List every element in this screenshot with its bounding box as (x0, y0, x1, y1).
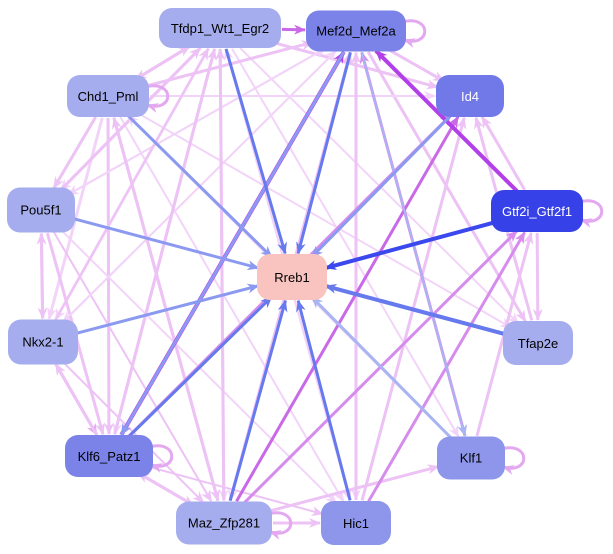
edge-gtf2i-to-rreb1 (324, 220, 497, 270)
edge-maz-to-klf6 (137, 471, 195, 507)
edge-nkx2-to-rreb1 (76, 283, 260, 335)
node-klf1[interactable]: Klf1 (437, 436, 505, 480)
node-hic1[interactable]: Hic1 (321, 501, 391, 545)
node-label: Tfdp1_Wt1_Egr2 (170, 20, 270, 36)
edge-tfdp1-to-mef2d (281, 24, 307, 35)
edge-maz-to-rreb1 (228, 299, 288, 502)
edge-chd1-to-hic1 (119, 116, 345, 503)
edge-id4-to-rreb1 (310, 113, 453, 258)
node-chd1-pml[interactable]: Chd1_Pml (67, 75, 149, 117)
node-label: Gtf2i_Gtf2f1 (501, 203, 573, 219)
node-label: Chd1_Pml (77, 88, 139, 104)
node-gtf2i-gtf2f1[interactable]: Gtf2i_Gtf2f1 (491, 190, 583, 232)
node-label: Klf6_Patz1 (77, 448, 141, 464)
node-tfap2e[interactable]: Tfap2e (503, 321, 573, 365)
self-loop-klf6 (148, 444, 174, 473)
edge-tfdp1-to-rreb1 (224, 48, 287, 255)
edge-klf1-to-rreb1 (310, 295, 454, 441)
edge-tfap2e-to-rreb1 (324, 283, 506, 337)
edge-hic1-to-rreb1 (296, 299, 352, 501)
self-loop-mef2d (401, 19, 427, 48)
edge-nkx2-to-pou5f1 (36, 232, 47, 319)
self-loop-chd1 (144, 84, 170, 113)
node-label: Maz_Zfp281 (187, 515, 261, 531)
edge-gtf2i-to-id4 (480, 115, 526, 191)
node-label: Id4 (460, 88, 480, 104)
node-mef2d-mef2a[interactable]: Mef2d_Mef2a (306, 10, 406, 52)
edge-mef2d-to-id4 (385, 46, 445, 83)
node-tfdp1-wt1-egr2[interactable]: Tfdp1_Wt1_Egr2 (159, 8, 281, 48)
self-loop-klf1 (500, 446, 526, 475)
node-id4[interactable]: Id4 (436, 75, 504, 117)
node-label: Klf1 (459, 450, 483, 466)
node-label: Pou5f1 (20, 202, 62, 218)
edge-tfdp1-to-id4 (267, 39, 439, 90)
node-label: Tfap2e (517, 335, 559, 351)
edge-mef2d-to-rreb1 (296, 51, 352, 255)
node-pou5f1[interactable]: Pou5f1 (7, 187, 75, 233)
edge-klf6-to-rreb1 (128, 295, 273, 438)
edge-chd1-to-tfap2e (135, 111, 513, 329)
edge-maz-to-klf1 (266, 464, 440, 514)
self-loop-gtf2i (578, 199, 604, 228)
edge-mef2d-to-klf6 (120, 51, 346, 436)
node-rreb1[interactable]: Rreb1 (257, 254, 327, 300)
edge-maz-to-tfdp1 (215, 47, 226, 501)
node-label: Nkx2-1 (22, 334, 64, 350)
edge-pou5f1-to-rreb1 (73, 217, 260, 271)
node-nkx2-1[interactable]: Nkx2-1 (8, 319, 78, 365)
node-klf6-patz1[interactable]: Klf6_Patz1 (65, 435, 153, 477)
node-label: Rreb1 (274, 269, 310, 285)
edge-gtf2i-to-tfap2e (532, 232, 543, 321)
edge-maz-to-id4 (235, 115, 460, 502)
node-maz-zfp281[interactable]: Maz_Zfp281 (176, 501, 272, 545)
node-label: Mef2d_Mef2a (316, 23, 396, 39)
node-label: Hic1 (342, 515, 369, 531)
edge-klf6-to-nkx2 (54, 363, 99, 436)
edge-chd1-to-rreb1 (126, 114, 273, 259)
edge-tfdp1-to-chd1 (134, 45, 191, 81)
edge-tfdp1-to-klf1 (231, 48, 460, 438)
self-loop-maz (267, 511, 293, 540)
edge-chd1-to-pou5f1 (52, 116, 97, 190)
